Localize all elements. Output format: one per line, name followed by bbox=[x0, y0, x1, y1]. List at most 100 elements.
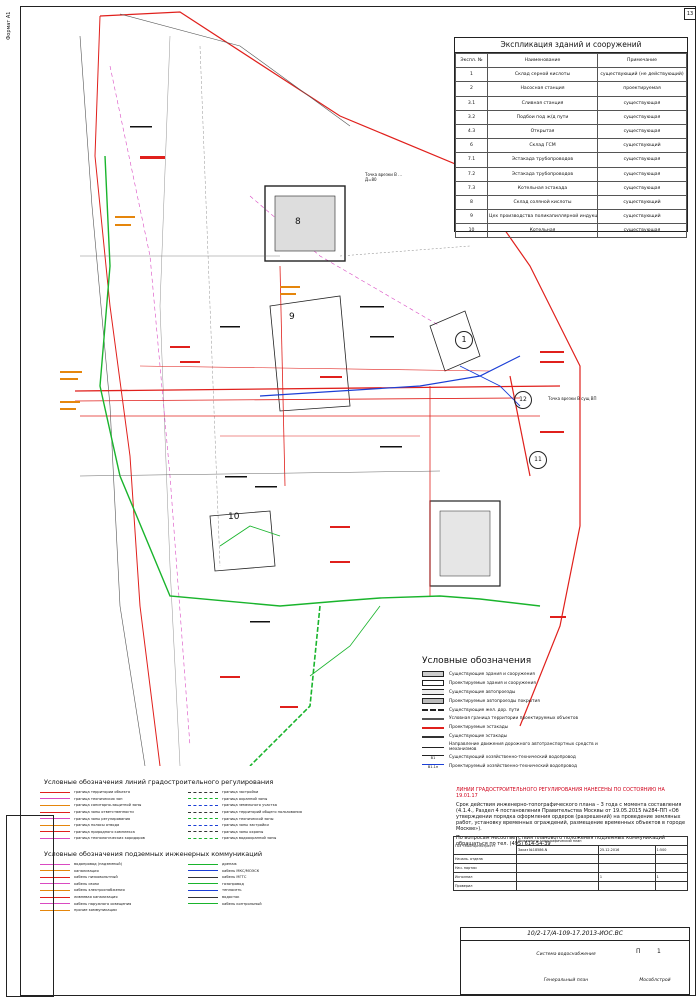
utility-line-symbol bbox=[40, 883, 70, 885]
explication-cell: 7.3 bbox=[455, 180, 488, 196]
utility-line-symbol bbox=[188, 876, 218, 878]
building-12-marker: 12 bbox=[514, 391, 532, 409]
utilities-legend-label: теплосеть bbox=[222, 888, 242, 893]
tie-in-note-right: Точка врезки В сущ ВП bbox=[548, 396, 597, 401]
legend-label: Проектируемый хозяйственно-технический в… bbox=[449, 763, 577, 769]
legend-label: Существующие автопроезды bbox=[449, 689, 516, 695]
regulation-legend-item: граница зоны регулирования bbox=[40, 815, 182, 822]
regulation-legend-label: граница природного комплекса bbox=[74, 829, 135, 834]
stamp-org: ГБУ «Мосгоргеотрест» bbox=[453, 836, 517, 855]
regulation-legend-label: граница водоохранной зоны bbox=[222, 836, 277, 841]
utilities-legend-item: кабель контрольный bbox=[188, 900, 330, 907]
sheet-label: 1 bbox=[657, 948, 661, 955]
regulation-legend-title: Условные обозначения линий градостроител… bbox=[44, 778, 274, 786]
explication-cell: 4.3 bbox=[455, 123, 488, 140]
utilities-legend-item: канализация bbox=[40, 867, 182, 874]
building-8-label: 8 bbox=[295, 217, 301, 227]
title-block: 10/2-17/А-109-17.2013-ИОС.ВС Система вод… bbox=[460, 927, 690, 995]
utilities-legend-label: водопровод (надземный) bbox=[74, 862, 122, 867]
traffic-direction-symbol bbox=[422, 746, 444, 748]
regulation-legend-item: граница земельного участка bbox=[188, 802, 330, 809]
utilities-legend-label: кабель МКС/МОЭСК bbox=[222, 868, 260, 873]
tie-in-note-top: Точка врезки В ... Д=80 bbox=[365, 172, 402, 182]
site-plan-map bbox=[60, 11, 581, 766]
utilities-legend-item: теплосеть bbox=[188, 887, 330, 894]
building-1-marker: 1 bbox=[455, 331, 473, 349]
explication-cell: Сливная станция bbox=[487, 95, 598, 111]
explication-cell: Склад серной кислоты bbox=[487, 67, 598, 83]
stage-label: П bbox=[636, 948, 641, 955]
utility-line-symbol bbox=[40, 909, 70, 911]
side-stamp bbox=[6, 815, 54, 997]
regulation-legend-item: граница природного комплекса bbox=[40, 829, 182, 836]
regulation-line-symbol bbox=[40, 824, 70, 826]
explication-cell: существующая bbox=[597, 152, 687, 168]
legend-row: Существующие жел. дор. пути bbox=[422, 706, 612, 715]
utility-line-symbol bbox=[40, 896, 70, 898]
utilities-legend-item: водосток bbox=[188, 894, 330, 901]
drawing-frame bbox=[20, 6, 696, 996]
stamp-role: Нач. партии bbox=[453, 863, 517, 873]
utilities-legend-label: кабель наружного освещения bbox=[74, 901, 132, 906]
building-9-label: 9 bbox=[289, 312, 295, 322]
explication-cell: существующая bbox=[597, 123, 687, 140]
regulation-legend-item: граница зоны застройки bbox=[188, 822, 330, 829]
explication-cell: Цех производства поликапиллярной индукци… bbox=[487, 209, 598, 225]
regulation-legend-label: граница территории объекта bbox=[74, 790, 131, 795]
explication-cell: Эстакада трубопроводов bbox=[487, 166, 598, 182]
legend-label: Проектируемые автопроезды покрытия bbox=[449, 698, 540, 704]
regulation-legend-item: граница полосы отвода bbox=[40, 822, 182, 829]
existing-trestle-symbol bbox=[422, 735, 444, 738]
regulation-line-symbol bbox=[188, 811, 218, 813]
explication-cell: существующий bbox=[597, 194, 687, 211]
regulation-line-symbol bbox=[188, 824, 218, 826]
regulation-legend-label: граница технической зоны bbox=[222, 816, 274, 821]
legend-label: Направление движения дорожного автотранс… bbox=[449, 742, 598, 753]
explication-header: Наименование bbox=[487, 52, 598, 69]
notes-heading: Линии градостроительного регулирования н… bbox=[456, 787, 665, 799]
utilities-legend-label: кабель контрольный bbox=[222, 901, 262, 906]
projected-building-symbol bbox=[422, 680, 444, 687]
regulation-legend-item: граница зоны охраны bbox=[188, 829, 330, 836]
explication-cell: 7.1 bbox=[455, 152, 488, 168]
legend-row: Существующие автопроезды bbox=[422, 688, 612, 697]
drawing-name: Генеральный план bbox=[543, 978, 589, 983]
regulation-line-symbol bbox=[40, 811, 70, 813]
explication-cell: 1 bbox=[455, 67, 488, 83]
utility-line-symbol bbox=[40, 863, 70, 865]
explication-cell: Котельная эстакада bbox=[487, 180, 598, 196]
page-number: 13 bbox=[684, 8, 696, 20]
utility-line-symbol bbox=[188, 870, 218, 872]
stamp-role: Началь. отдела bbox=[453, 854, 517, 864]
explication-cell: проектируемая bbox=[597, 81, 687, 97]
stamp-order: Заказ №18586-N bbox=[516, 845, 599, 855]
explication-cell: существующий bbox=[597, 209, 687, 225]
regulation-legend-item: граница зоны ответственности bbox=[40, 809, 182, 816]
utilities-legend-label: водосток bbox=[222, 895, 240, 900]
explication-header: Экспл. № bbox=[455, 52, 488, 69]
explication-cell: 9 bbox=[455, 209, 488, 225]
explication-cell: существующая bbox=[597, 109, 687, 125]
regulation-line-symbol bbox=[188, 804, 218, 806]
regulation-legend-label: граница земельного участка bbox=[222, 803, 277, 808]
explication-cell: существующий (не действующий) bbox=[597, 67, 687, 83]
company-name: Мособлстрой bbox=[639, 978, 671, 983]
utilities-legend-item: дренаж bbox=[188, 861, 330, 868]
regulation-legend-label: граница зоны застройки bbox=[222, 823, 269, 828]
explication-cell: 2 bbox=[455, 81, 488, 97]
projected-road-symbol bbox=[422, 698, 444, 705]
utilities-legend-title: Условные обозначения подземных инженерны… bbox=[44, 849, 263, 858]
regulation-legend-item: граница технологических коридоров bbox=[40, 835, 182, 842]
regulation-legend-label: граница полосы отвода bbox=[74, 823, 120, 828]
regulation-legend-item: граница технических зон bbox=[40, 796, 182, 803]
regulation-legend-label: граница территорий общего пользования bbox=[222, 810, 302, 815]
boundary-symbol bbox=[422, 717, 444, 720]
explication-title: Экспликация зданий и сооружений bbox=[455, 38, 687, 53]
legend-label: Существующие здания и сооружения bbox=[449, 671, 535, 677]
